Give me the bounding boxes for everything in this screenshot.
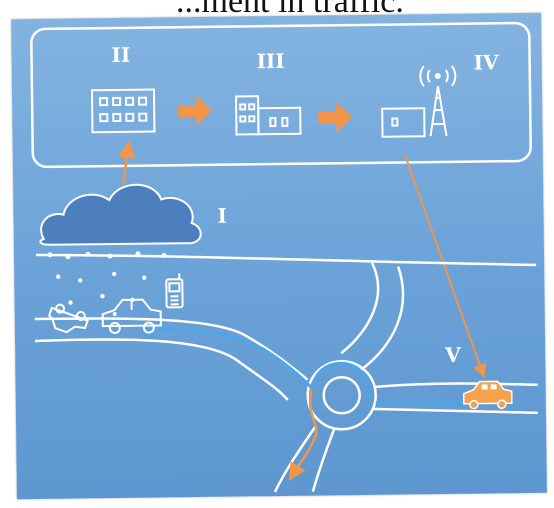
label-ii: II (111, 43, 130, 67)
detour-arrow-icon (290, 390, 317, 478)
label-iii: III (256, 49, 284, 73)
cloud-icon (40, 184, 201, 245)
label-v: V (444, 343, 461, 367)
office-building-icon (92, 90, 155, 133)
horizon-line (36, 249, 536, 271)
traffic-stream-right (376, 402, 464, 403)
arrow-i-to-ii-icon (123, 144, 129, 184)
mobile-phone-icon (166, 273, 182, 307)
traffic-stream (145, 328, 312, 390)
control-center-box (31, 23, 531, 167)
radio-tower-icon (382, 66, 456, 137)
diagram-panel: II III IV I V (11, 13, 547, 499)
arrow-iii-to-iv-icon (318, 102, 352, 132)
small-building-icon (236, 96, 300, 135)
diagram-svg: II III IV I V (11, 13, 547, 499)
arrow-ii-to-iii-icon (178, 96, 212, 126)
label-iv: IV (474, 50, 500, 74)
rain-drops-icon (47, 251, 167, 321)
road-network (34, 261, 539, 495)
label-i: I (217, 204, 227, 228)
